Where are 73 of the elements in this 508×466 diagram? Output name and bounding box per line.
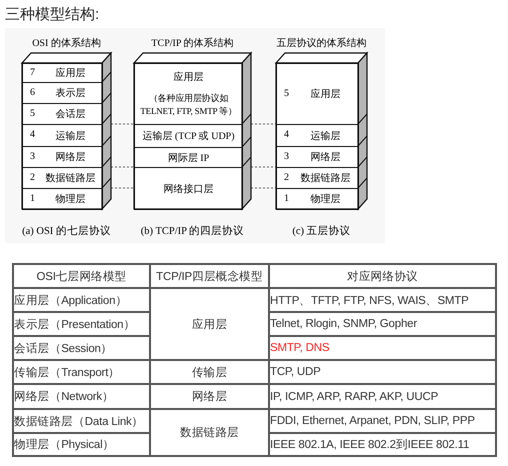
layer-number: 3 — [284, 150, 289, 162]
layer-name: 网络层 — [56, 151, 86, 164]
table-cell: 传输层 — [150, 360, 269, 384]
table-cell: 应用层 — [150, 288, 269, 360]
layer-box — [22, 63, 103, 83]
layer-number: 3 — [30, 150, 35, 162]
layer-number: 1 — [284, 192, 289, 204]
layer-name: 物理层 — [56, 193, 86, 206]
table-cell: SMTP, DNS — [269, 336, 496, 360]
layer-name: 物理层 — [310, 193, 340, 206]
layer-box — [276, 146, 359, 168]
table-cell: 会话层（Session） — [13, 336, 150, 360]
stack-caption: (b) TCP/IP 的四层协议 — [140, 224, 246, 238]
layer-note: （各种应用层协议如 TELNET, FTP, SMTP 等） — [139, 92, 238, 118]
layer-name: 应用层 — [310, 88, 340, 101]
layer-name: 数据链路层 — [300, 172, 350, 185]
layer-box — [22, 103, 103, 125]
stack-heading: OSI 的体系结构 — [31, 36, 102, 50]
layer-name: 运输层 — [56, 130, 86, 142]
table-cell: Telnet, Rlogin, SNMP, Gopher — [269, 312, 496, 336]
table-cell: IEEE 802.1A, IEEE 802.2到IEEE 802.11 — [269, 433, 496, 456]
table-cell: 传输层（Transport） — [13, 360, 150, 384]
layer-box — [134, 147, 243, 168]
layer-name: 网际层 IP — [166, 152, 210, 164]
layer-number: 7 — [30, 66, 35, 78]
layer-name: 表示层 — [56, 86, 86, 100]
table-cell: 物理层（Physical） — [13, 433, 150, 456]
layer-box — [134, 63, 243, 125]
layer-number: 6 — [30, 86, 35, 98]
table-header-cell: 对应网络协议 — [269, 264, 496, 288]
layer-number: 5 — [30, 108, 35, 118]
layer-box — [22, 167, 103, 189]
layer-box — [22, 82, 103, 104]
table-cell: 网络层 — [150, 384, 269, 409]
table-cell: HTTP、TFTP, FTP, NFS, WAIS、SMTP — [269, 288, 496, 312]
layer-box — [276, 188, 359, 210]
layer-name: 运输层 — [310, 130, 340, 142]
layer-name: 网络层 — [310, 151, 340, 164]
table-cell: 数据链路层 — [150, 409, 269, 456]
stack-caption: (c) 五层协议 — [291, 224, 352, 238]
layer-name: 数据链路层 — [46, 172, 96, 185]
title: 三种模型结构: — [5, 5, 100, 24]
table-cell: 应用层（Application） — [13, 288, 150, 312]
layer-name: 网络接口层 — [162, 182, 214, 196]
layer-number: 4 — [284, 129, 289, 140]
layer-number: 5 — [284, 88, 289, 98]
layer-number: 4 — [30, 129, 35, 140]
layer-box — [134, 167, 243, 210]
table-cell: FDDI, Ethernet, Arpanet, PDN, SLIP, PPP — [269, 409, 496, 433]
layer-name: 应用层 — [172, 70, 204, 84]
table-cell: 网络层（Network） — [13, 384, 150, 409]
stack-heading: TCP/IP 的体系结构 — [150, 36, 235, 50]
layer-box — [276, 63, 359, 125]
stack-heading: 五层协议的体系结构 — [276, 36, 368, 50]
layer-box — [22, 124, 103, 147]
table-header-cell: OSI七层网络模型 — [13, 264, 150, 288]
layer-number: 1 — [30, 192, 35, 204]
layer-box — [276, 167, 359, 189]
layer-box — [134, 124, 243, 148]
stack-caption: (a) OSI 的七层协议 — [21, 224, 112, 238]
layer-box — [276, 124, 359, 147]
table-cell: IP, ICMP, ARP, RARP, AKP, UUCP — [269, 384, 496, 409]
table-cell: 表示层（Presentation） — [13, 312, 150, 336]
layer-box — [22, 188, 103, 210]
table-header-cell: TCP/IP四层概念模型 — [150, 264, 269, 288]
layer-name: 会话层 — [56, 108, 86, 121]
layer-box — [22, 146, 103, 168]
layer-name: 运输层 (TCP 或 UDP) — [141, 130, 236, 143]
layer-number: 2 — [30, 172, 35, 182]
layer-name: 应用层 — [56, 66, 86, 80]
table-cell: TCP, UDP — [269, 360, 496, 384]
layer-number: 2 — [284, 172, 289, 182]
table-cell: 数据链路层（Data Link） — [13, 409, 150, 433]
